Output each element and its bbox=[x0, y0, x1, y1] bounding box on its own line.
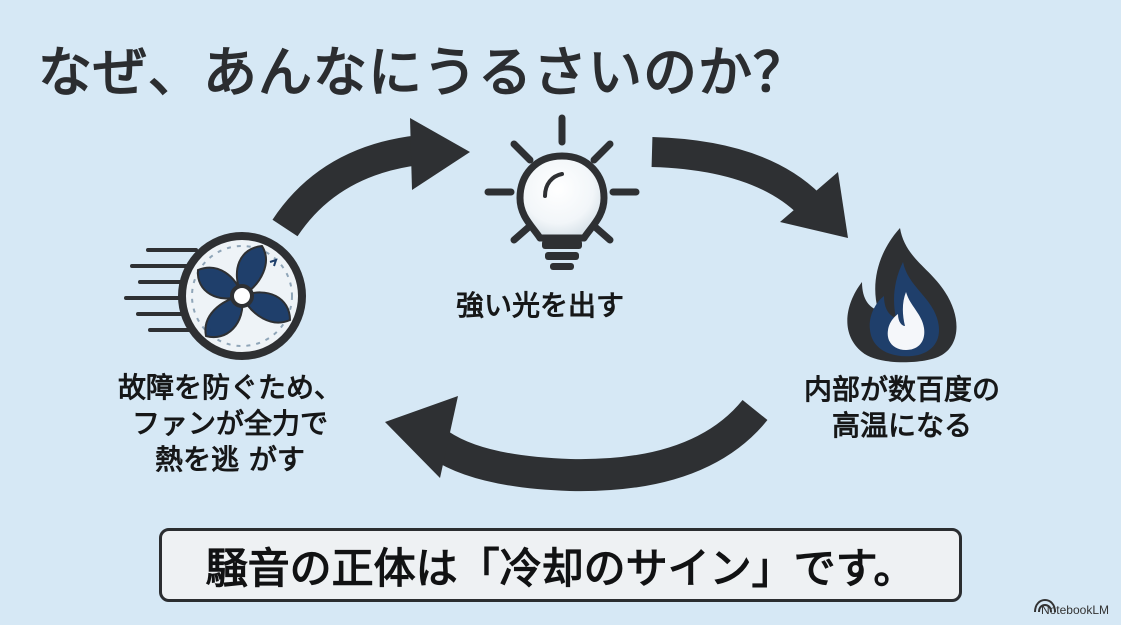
fan-icon bbox=[124, 232, 306, 360]
arrow-light-to-fire bbox=[651, 137, 848, 238]
heat-label-line: 内部が数百度の bbox=[803, 373, 1000, 406]
flame-icon bbox=[847, 228, 957, 363]
arrow-fan-to-light bbox=[272, 118, 470, 237]
fan-label-line: 故障を防ぐため、 bbox=[117, 371, 342, 404]
heat-label-line: 高温になる bbox=[831, 408, 972, 442]
conclusion-box: 騒音の正体は「冷却のサイン」です。 bbox=[159, 528, 962, 602]
page-title: なぜ、あんなにうるさいのか？ bbox=[38, 41, 808, 104]
lightbulb-icon bbox=[484, 114, 640, 270]
notebooklm-logo-icon bbox=[1034, 598, 1056, 613]
fan-label: 故障を防ぐため、 ファンが全力で 熱を逃 がす bbox=[90, 370, 370, 477]
light-label: 強い光を出す bbox=[455, 289, 624, 322]
conclusion-text: 騒音の正体は「冷却のサイン」です。 bbox=[205, 543, 916, 593]
heat-label: 内部が数百度の 高温になる bbox=[762, 372, 1042, 444]
brand-name: NotebookLM bbox=[1040, 603, 1109, 617]
arrow-fire-to-fan bbox=[385, 396, 768, 492]
fan-label-line: ファンが全力で bbox=[131, 406, 328, 440]
fan-label-line: 熱を逃 がす bbox=[155, 442, 305, 476]
brand-watermark: NotebookLM bbox=[1015, 603, 1109, 617]
